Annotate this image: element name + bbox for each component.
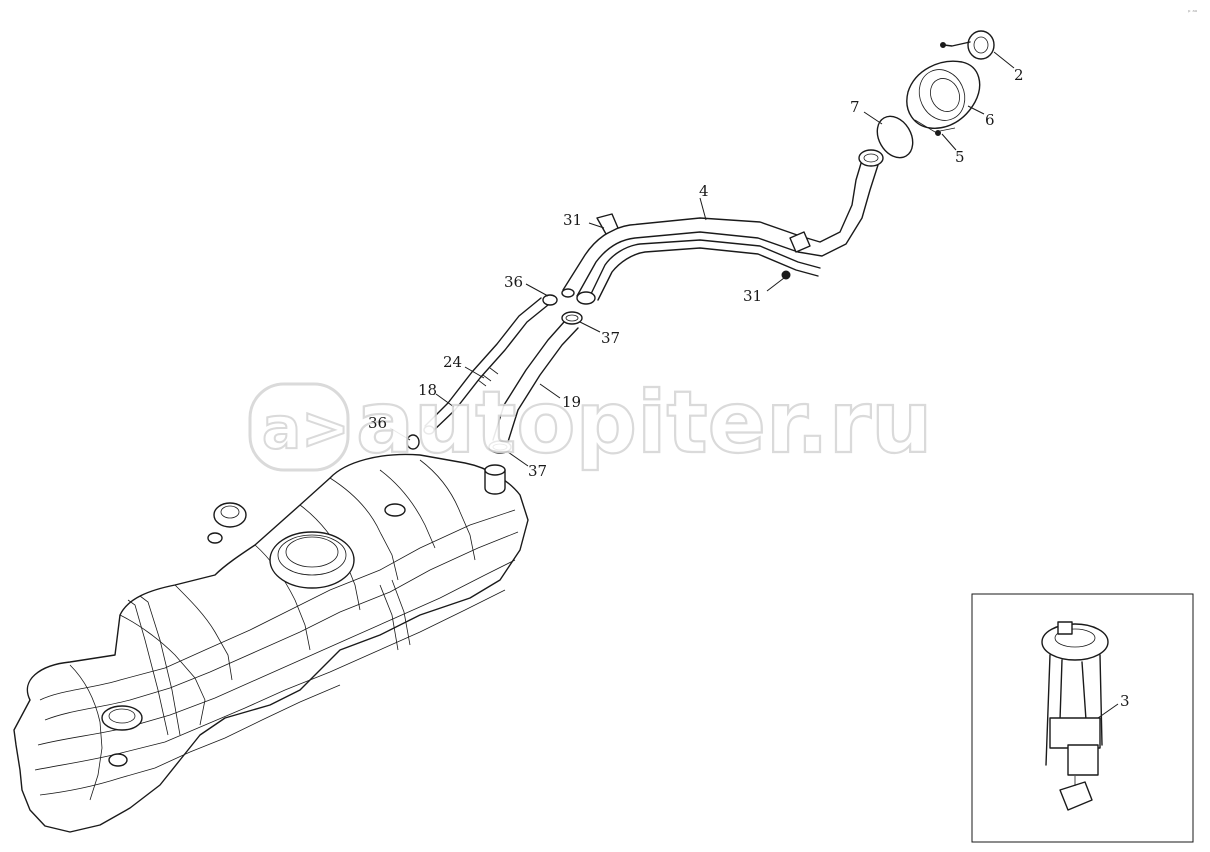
filler-housing [906, 60, 981, 133]
fuel-cap [940, 30, 995, 60]
callout-37-bottom: 37 [528, 462, 547, 480]
callout-18: 18 [418, 381, 437, 399]
callout-31-top: 31 [563, 211, 582, 229]
filler-pipe [561, 149, 884, 305]
corner-mark: ᵖ ᵃᵒ [1188, 9, 1198, 16]
filler-hose-assembly [406, 294, 583, 454]
svg-text:a>: a> [262, 394, 350, 462]
callouts: 2 6 7 5 4 31 31 36 37 24 18 19 36 37 3 [368, 66, 1130, 710]
callout-4: 4 [699, 182, 709, 200]
fuel-tank [13, 453, 529, 833]
callout-37-top: 37 [601, 329, 620, 347]
screw [935, 130, 941, 136]
leader-lines [389, 51, 1119, 719]
watermark: a> autopiter.ru [248, 372, 933, 474]
fuel-pump-inset [971, 593, 1194, 843]
callout-36-bottom: 36 [368, 414, 387, 432]
callout-2: 2 [1014, 66, 1024, 84]
callout-31-bottom: 31 [743, 287, 762, 305]
callout-36-top: 36 [504, 273, 523, 291]
callout-7: 7 [850, 98, 860, 116]
callout-24: 24 [443, 353, 462, 371]
watermark-text: autopiter.ru [356, 373, 932, 473]
seal-ring [876, 115, 914, 159]
callout-3: 3 [1120, 692, 1130, 710]
callout-6: 6 [985, 111, 995, 129]
callout-5: 5 [955, 148, 965, 166]
callout-19: 19 [562, 393, 581, 411]
